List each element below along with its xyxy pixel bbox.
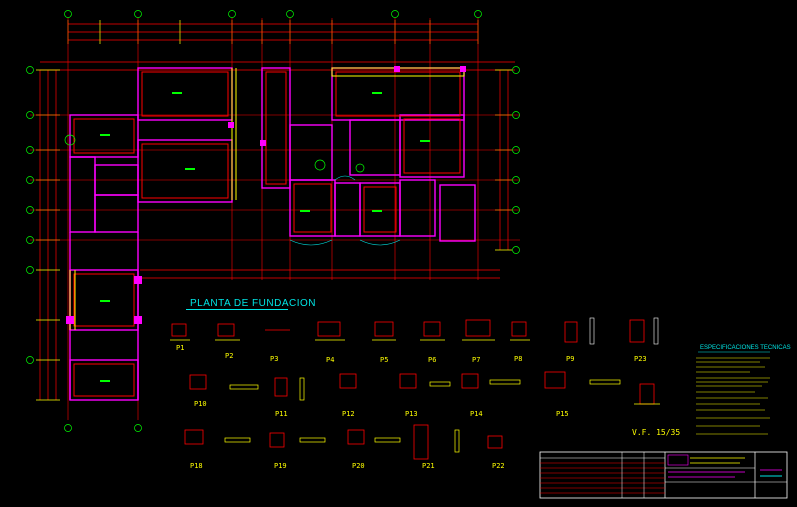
footing-label-p14: P14 — [470, 410, 483, 418]
footing-label-p7: P7 — [472, 356, 481, 364]
footing-label-p8: P8 — [514, 355, 523, 363]
footing-details-row2-other — [229, 377, 621, 401]
left-dimension-lines — [39, 70, 57, 400]
column-footings — [66, 66, 466, 324]
footing-label-p2: P2 — [225, 352, 234, 360]
footing-label-p3: P3 — [270, 355, 279, 363]
bottom-dimension-lines — [140, 269, 500, 279]
footing-details-row3 — [184, 424, 503, 460]
footing-details-row2 — [189, 371, 566, 397]
plan-title: PLANTA DE FUNDACION — [190, 298, 316, 309]
plan-title-underline — [186, 309, 288, 310]
footing-label-p22: P22 — [492, 462, 505, 470]
specs-block — [696, 351, 770, 435]
arcs — [289, 175, 401, 246]
footing-label-p18: P18 — [190, 462, 203, 470]
footing-label-p10: P10 — [194, 400, 207, 408]
top-dimension-lines — [40, 23, 515, 71]
footing-label-p15: P15 — [556, 410, 569, 418]
footing-label-p12: P12 — [342, 410, 355, 418]
footing-details-row1-white — [589, 317, 659, 345]
footing-label-p5: P5 — [380, 356, 389, 364]
title-block — [539, 451, 788, 499]
footing-label-p4: P4 — [326, 356, 335, 364]
footing-label-p23: P23 — [634, 355, 647, 363]
footing-label-p6: P6 — [428, 356, 437, 364]
room-tags — [100, 92, 430, 382]
footing-label-p19: P19 — [274, 462, 287, 470]
footing-label-p13: P13 — [405, 410, 418, 418]
footing-label-p9: P9 — [566, 355, 575, 363]
vf-detail — [634, 383, 660, 405]
grid-bubbles — [26, 10, 520, 432]
foundation-beams — [69, 67, 476, 401]
footing-label-p11: P11 — [275, 410, 288, 418]
footing-details-row1 — [171, 319, 645, 343]
specs-title: ESPECIFICACIONES TECNICAS — [700, 345, 791, 351]
footing-label-p1: P1 — [176, 344, 185, 352]
footing-label-p20: P20 — [352, 462, 365, 470]
footing-details-row3-yellow — [224, 429, 460, 453]
right-dimension-lines — [499, 70, 509, 250]
wall-lines — [73, 71, 461, 397]
footing-label-vf: V.F. 15/35 — [632, 428, 681, 437]
footing-label-p21: P21 — [422, 462, 435, 470]
